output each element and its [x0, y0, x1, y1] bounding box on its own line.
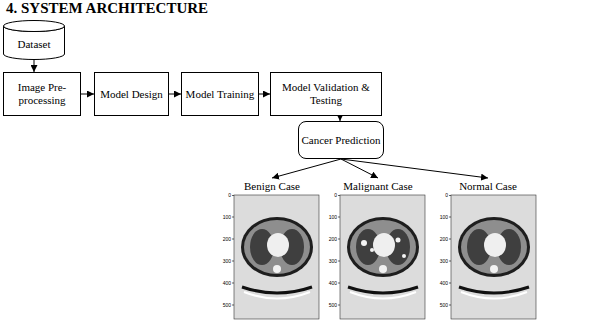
flow-arrow: [272, 159, 341, 178]
axis-tick-label: 500: [436, 302, 448, 308]
node-text: Dataset: [18, 38, 51, 51]
case-image: Malignant Case: [330, 178, 426, 319]
diagram-title: 4. SYSTEM ARCHITECTURE: [6, 0, 208, 17]
ct-scan: [449, 195, 536, 319]
axis-tick-label: 0: [219, 192, 231, 198]
flow-arrow: [81, 94, 94, 95]
axis-tick-label: 200: [436, 236, 448, 242]
axis-tick-label: 400: [219, 280, 231, 286]
flow-arrow: [34, 60, 35, 72]
node-text: Normal Case: [459, 180, 517, 193]
axis-tick-label: 400: [436, 280, 448, 286]
axis-tick-label: 300: [219, 258, 231, 264]
process-box: Model Validation & Testing: [270, 72, 382, 116]
flow-arrow: [259, 94, 270, 95]
node-text: Benign Case: [244, 180, 300, 193]
axis-tick-label: 0: [436, 192, 448, 198]
flow-arrow: [341, 159, 488, 178]
axis-tick-label: 200: [219, 236, 231, 242]
axis-tick-label: 100: [219, 214, 231, 220]
flow-arrow: [169, 94, 181, 95]
ct-scan: [232, 195, 319, 319]
axis-tick-label: 500: [219, 302, 231, 308]
node-text: Model Training: [186, 88, 255, 101]
node-text: Malignant Case: [343, 180, 412, 193]
case-image: Normal Case: [440, 178, 536, 319]
tumour-spots: [361, 238, 406, 259]
ct-scan: [338, 195, 425, 319]
axis-tick-label: 300: [325, 258, 337, 264]
node-text: Image Pre-processing: [4, 81, 80, 106]
process-box: Model Training: [181, 72, 259, 116]
axis-tick-label: 300: [436, 258, 448, 264]
prediction-box: Cancer Prediction: [298, 121, 384, 159]
node-text: Cancer Prediction: [301, 134, 380, 147]
axis-tick-label: 100: [436, 214, 448, 220]
process-box: Model Design: [94, 72, 169, 116]
dataset-cylinder: Dataset: [3, 20, 65, 60]
process-box: Image Pre-processing: [3, 72, 81, 116]
axis-tick-label: 400: [325, 280, 337, 286]
axis-tick-label: 200: [325, 236, 337, 242]
cylinder-top: [4, 21, 65, 32]
case-image: Benign Case: [224, 178, 320, 319]
axis-tick-label: 0: [325, 192, 337, 198]
node-text: Model Validation & Testing: [271, 81, 381, 106]
axis-tick-label: 100: [325, 214, 337, 220]
node-text: Model Design: [100, 88, 163, 101]
axis-tick-label: 500: [325, 302, 337, 308]
